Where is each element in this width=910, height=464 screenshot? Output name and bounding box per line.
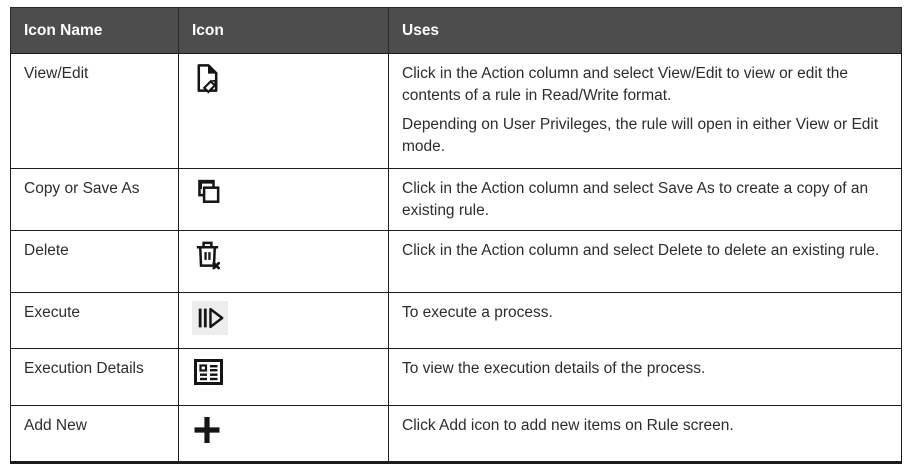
column-header-icon: Icon [178, 7, 389, 54]
copy-icon [192, 177, 223, 216]
table-row-execution-details: Execution Details [10, 348, 902, 406]
uses-text: To execute a process. [402, 304, 553, 321]
uses-cell: Click in the Action column and select Vi… [388, 53, 902, 169]
table-row-delete: Delete Click in the Action column and se [10, 230, 902, 293]
icon-name-cell: View/Edit [10, 53, 179, 169]
uses-cell: Click Add icon to add new items on Rule … [388, 405, 902, 463]
uses-cell: Click in the Action column and select De… [388, 230, 902, 293]
icon-name-cell: Execution Details [10, 348, 179, 406]
column-header-icon-name: Icon Name [10, 7, 179, 54]
icon-name-cell: Execute [10, 292, 179, 349]
icon-cell [178, 53, 389, 169]
uses-text: Click Add icon to add new items on Rule … [402, 417, 734, 434]
uses-cell: To execute a process. [388, 292, 902, 349]
icon-cell [178, 405, 389, 463]
execute-icon [192, 301, 228, 335]
table-row-copy-save-as: Copy or Save As Click in the Action colu… [10, 168, 902, 231]
icon-cell [178, 348, 389, 406]
table-header-row: Icon Name Icon Uses [10, 7, 902, 54]
add-new-icon [192, 414, 222, 453]
table-row-execute: Execute To execute a process. [10, 292, 902, 349]
icon-cell [178, 230, 389, 293]
uses-text: To view the execution details of the pro… [402, 360, 706, 377]
icon-name-cell: Copy or Save As [10, 168, 179, 231]
icon-reference-table: Icon Name Icon Uses View/Edit [10, 7, 902, 464]
uses-text: Click in the Action column and select Sa… [402, 180, 869, 219]
uses-text: Click in the Action column and select De… [402, 242, 880, 259]
view-edit-icon [192, 62, 223, 102]
icon-name-cell: Add New [10, 405, 179, 463]
uses-text: Depending on User Privileges, the rule w… [402, 116, 879, 155]
icon-cell [178, 292, 389, 349]
table-row-view-edit: View/Edit Click in th [10, 53, 902, 169]
delete-icon [192, 239, 223, 279]
table-row-add-new: Add New Click Add icon to add new items … [10, 405, 902, 463]
uses-text: Click in the Action column and select Vi… [402, 65, 848, 104]
icon-name-cell: Delete [10, 230, 179, 293]
uses-cell: Click in the Action column and select Sa… [388, 168, 902, 231]
execution-details-icon [192, 357, 225, 394]
icon-cell [178, 168, 389, 231]
uses-cell: To view the execution details of the pro… [388, 348, 902, 406]
column-header-uses: Uses [388, 7, 902, 54]
